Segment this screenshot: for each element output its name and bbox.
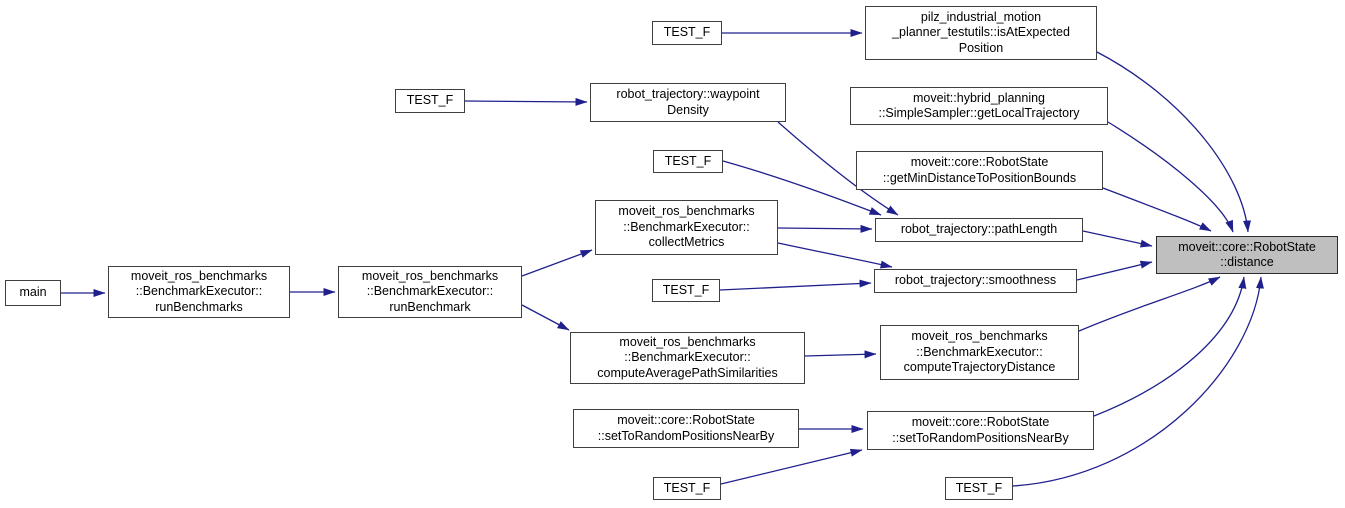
edge-test-f-4--smoothness	[719, 279, 872, 291]
graph-node-label: robot_trajectory::pathLength	[900, 222, 1058, 237]
edge-collect-metrics--smoothness	[777, 242, 893, 269]
edge-is-at-expected-position--distance	[1096, 51, 1251, 233]
graph-node-label: pilz_industrial_motion _planner_testutil…	[892, 9, 1070, 55]
graph-node-smoothness[interactable]: robot_trajectory::smoothness	[874, 269, 1077, 293]
edge-set-to-random-right--distance	[1093, 276, 1247, 417]
graph-node-label: TEST_F	[406, 93, 454, 108]
graph-node-test-f-2[interactable]: TEST_F	[395, 89, 465, 113]
edge-test-f-5--set-to-random-right	[720, 448, 863, 485]
graph-node-compute-average-path-similarities[interactable]: moveit_ros_benchmarks ::BenchmarkExecuto…	[570, 332, 805, 384]
graph-node-compute-trajectory-distance[interactable]: moveit_ros_benchmarks ::BenchmarkExecuto…	[880, 325, 1079, 380]
graph-node-test-f-6[interactable]: TEST_F	[945, 477, 1013, 500]
edge-compute-trajectory-distance--distance	[1078, 276, 1221, 332]
graph-node-test-f-5[interactable]: TEST_F	[653, 477, 721, 500]
edge-path-length--distance	[1082, 230, 1153, 248]
graph-node-run-benchmarks[interactable]: moveit_ros_benchmarks ::BenchmarkExecuto…	[108, 266, 290, 318]
graph-node-run-benchmark[interactable]: moveit_ros_benchmarks ::BenchmarkExecuto…	[338, 266, 522, 318]
graph-node-label: moveit_ros_benchmarks ::BenchmarkExecuto…	[618, 204, 755, 250]
graph-node-label: TEST_F	[663, 25, 711, 40]
graph-node-label: moveit::core::RobotState ::getMinDistanc…	[882, 155, 1077, 185]
edge-get-min-distance--distance	[1102, 187, 1212, 232]
graph-node-label: moveit::hybrid_planning ::SimpleSampler:…	[878, 90, 1080, 121]
edge-test-f-2--waypoint-density	[464, 97, 588, 106]
graph-node-label: moveit::core::RobotState ::setToRandomPo…	[892, 415, 1069, 445]
graph-node-set-to-random-left[interactable]: moveit::core::RobotState ::setToRandomPo…	[573, 409, 799, 448]
graph-node-label: moveit::core::RobotState ::setToRandomPo…	[597, 413, 775, 443]
graph-node-test-f-4[interactable]: TEST_F	[652, 279, 720, 302]
graph-node-is-at-expected-position[interactable]: pilz_industrial_motion _planner_testutil…	[865, 6, 1097, 60]
edge-get-local-trajectory--distance	[1107, 121, 1234, 233]
graph-node-label: main	[19, 285, 47, 300]
graph-node-label: moveit_ros_benchmarks ::BenchmarkExecuto…	[130, 268, 268, 314]
graph-node-label: moveit_ros_benchmarks ::BenchmarkExecuto…	[361, 268, 499, 314]
edge-test-f-6--distance	[1012, 276, 1264, 487]
edge-run-benchmark--compute-average-path-similarities	[521, 304, 570, 331]
graph-node-label: TEST_F	[663, 480, 711, 495]
graph-node-set-to-random-right[interactable]: moveit::core::RobotState ::setToRandomPo…	[867, 411, 1094, 450]
edge-smoothness--distance	[1076, 260, 1153, 281]
edge-run-benchmark--collect-metrics	[521, 249, 593, 277]
graph-node-waypoint-density[interactable]: robot_trajectory::waypoint Density	[590, 83, 786, 122]
graph-node-label: robot_trajectory::waypoint Density	[616, 87, 760, 117]
graph-node-label: TEST_F	[662, 282, 710, 297]
graph-node-distance: moveit::core::RobotState ::distance	[1156, 236, 1338, 274]
edge-collect-metrics--path-length	[777, 224, 873, 233]
graph-node-label: moveit::core::RobotState ::distance	[1178, 239, 1316, 270]
edge-compute-average-path-similarities--compute-trajectory-distance	[804, 350, 877, 359]
graph-node-test-f-1[interactable]: TEST_F	[652, 21, 722, 45]
graph-node-get-local-trajectory[interactable]: moveit::hybrid_planning ::SimpleSampler:…	[850, 87, 1108, 125]
graph-node-label: moveit_ros_benchmarks ::BenchmarkExecuto…	[597, 334, 778, 380]
graph-node-collect-metrics[interactable]: moveit_ros_benchmarks ::BenchmarkExecuto…	[595, 200, 778, 255]
graph-node-get-min-distance[interactable]: moveit::core::RobotState ::getMinDistanc…	[856, 151, 1103, 190]
graph-node-test-f-3[interactable]: TEST_F	[653, 150, 723, 173]
graph-node-label: TEST_F	[664, 153, 712, 168]
graph-node-main[interactable]: main	[5, 280, 61, 306]
graph-node-label: robot_trajectory::smoothness	[894, 273, 1057, 288]
graph-node-label: moveit_ros_benchmarks ::BenchmarkExecuto…	[903, 329, 1056, 375]
graph-node-path-length[interactable]: robot_trajectory::pathLength	[875, 218, 1083, 242]
graph-node-label: TEST_F	[955, 480, 1003, 495]
